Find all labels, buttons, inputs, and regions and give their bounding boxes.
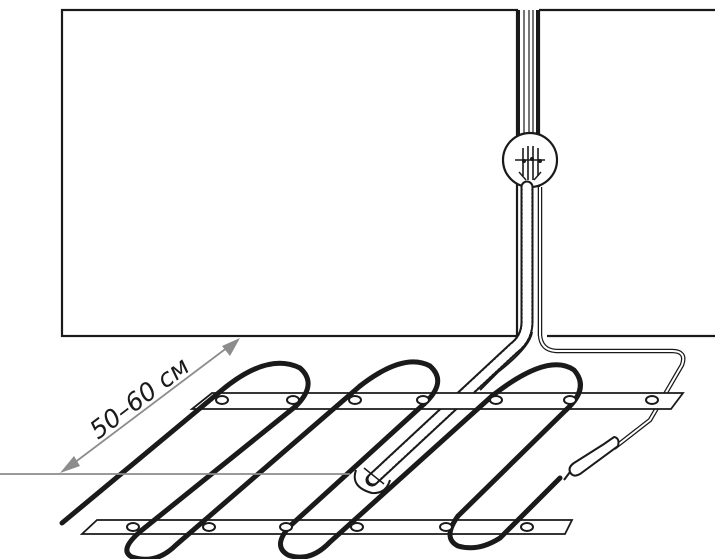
mounting-tape-top [189,392,685,410]
corrugated-sensor-tube [353,180,534,495]
tape-clips-top [215,395,659,405]
wall-conduit [518,10,538,150]
wall-panel [60,8,519,338]
cable-coupling [563,435,620,481]
spacing-label: 50–60 см [84,351,195,444]
power-cable [479,187,686,450]
junction-box [501,131,559,189]
spacing-dimension-arrow [0,338,350,475]
wall-panel-right [537,8,715,338]
heating-cable-loops [59,359,583,559]
tape-clips-bottom [126,522,534,532]
